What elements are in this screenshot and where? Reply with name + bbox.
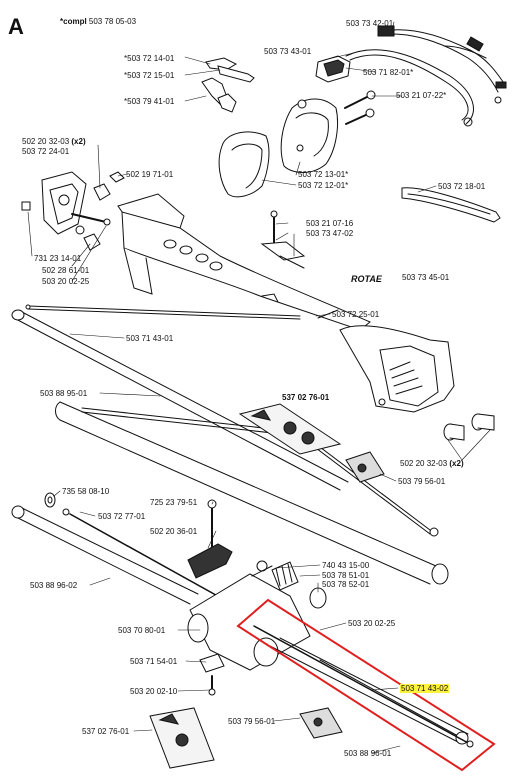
shaft-tube-icon [11,309,349,491]
part-label: 503 73 45-01 [402,273,450,282]
part-label: 731 23 14-01 [34,254,82,263]
part-label: 503 72 25-01 [332,310,380,319]
part-label: *503 79 41-01 [124,97,175,106]
lower-shaft-tube-icon [253,625,474,748]
part-label: 537 02 76-01 [82,727,130,736]
leader-lines [27,21,491,754]
part-label: 503 71 54-01 [130,657,178,666]
part-label: 503 70 80-01 [118,626,166,635]
clamp-screw-icon [260,210,306,269]
svg-text:ROTAE: ROTAE [351,274,383,283]
screw-icon [344,90,376,125]
highlighted-part-label: 503 71 43-02 [400,684,450,694]
part-label: 503 20 02-25 [348,619,396,628]
part-label: 503 78 51-01 [322,571,370,580]
rotatable-handle-logo: ROTAE [350,274,398,283]
complete-star-label: *compl [60,17,87,26]
highlight-callout-box [236,598,496,772]
wire-harness-icon [345,25,507,127]
hanger-strap-icon [401,187,501,223]
part-label: 502 20 36-01 [150,527,198,536]
part-label: 537 02 76-01 [282,393,330,402]
part-label: 735 58 08-10 [62,487,110,496]
part-label: 503 20 02-10 [130,687,178,696]
part-label: 503 71 43-01 [126,334,174,343]
part-label: 503 73 43-01 [264,47,312,56]
rubber-plug-icon [443,413,495,441]
small-decal-icon [345,451,385,483]
quantity: (x2) [71,137,86,146]
part-label: 503 71 82-01* [363,68,414,77]
part-label: 503 72 24-01 [22,147,70,156]
part-label-with-qty: 502 20 32-03 (x2) [400,459,464,469]
part-label: 740 43 15-00 [322,561,370,570]
part-label: 503 72 77-01 [98,512,146,521]
part-number: 502 20 32-03 [22,137,70,146]
part-label: 503 21 07-16 [306,219,354,228]
part-label: 725 23 79-51 [150,498,198,507]
part-label: 503 72 12-01* [298,181,349,190]
handle-housing-icon [218,98,339,198]
section-letter: A [8,14,24,39]
washer-icon [44,492,56,508]
bearing-icon [256,560,327,609]
part-label: 503 72 18-01 [438,182,486,191]
drive-shaft-icon [25,304,301,320]
throttle-trigger-icon [201,57,255,113]
part-label: 502 19 71-01 [126,170,174,179]
part-label: 503 88 96-02 [30,581,78,590]
clamp-icon [199,653,225,696]
part-label: 503 88 96-01 [344,749,392,758]
warning-decal-icon [238,403,342,455]
part-number: 502 20 32-03 [400,459,448,468]
part-label-with-qty: 502 20 32-03 (x2) [22,137,86,147]
part-label: *503 72 15-01 [124,71,175,80]
knob-bolt-icon [187,499,233,579]
lower-decal-icon [149,707,343,769]
coupling-icon [187,565,311,671]
part-label: 503 20 02-25 [42,277,90,286]
main-housing-icon [117,193,455,413]
part-label: 503 73 42-01 [346,19,394,28]
complete-assembly-label: *compl 503 78 05-03 [60,17,136,26]
part-label: 503 88 95-01 [40,389,88,398]
complete-part-number: 503 78 05-03 [88,17,137,26]
part-label: 503 79 56-01 [228,717,276,726]
quantity: (x2) [449,459,464,468]
part-label: 503 72 13-01* [298,170,349,179]
part-label: 503 21 07-22* [396,91,447,100]
part-label: 503 79 56-01 [398,477,446,486]
part-label: *503 72 14-01 [124,54,175,63]
outer-tube-icon [55,401,449,585]
part-label: 503 73 47-02 [306,229,354,238]
bracket-housing-icon [21,171,125,251]
part-label: 502 28 61-01 [42,266,90,275]
highlighted-part-number: 503 71 43-02 [400,684,450,693]
part-label: 503 78 52-01 [322,580,370,589]
switch-icon [315,55,351,83]
